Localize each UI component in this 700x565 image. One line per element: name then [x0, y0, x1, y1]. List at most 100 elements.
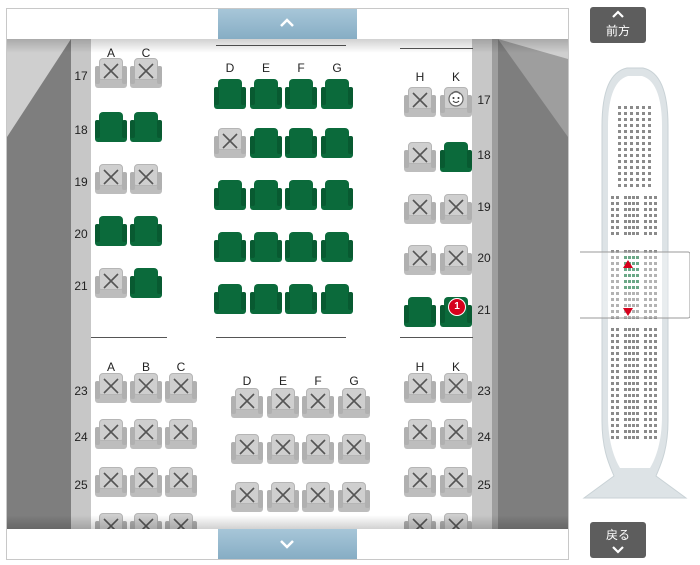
- seat-partial[interactable]: [404, 513, 436, 529]
- seat-17A[interactable]: [95, 58, 127, 88]
- seat-25K[interactable]: [440, 467, 472, 497]
- seat-19G[interactable]: [321, 180, 353, 210]
- seat-23F[interactable]: [302, 388, 334, 418]
- seat-back: [325, 284, 349, 306]
- overview-seat-dot: [644, 328, 647, 331]
- scroll-up-button[interactable]: [218, 9, 357, 39]
- seat-19A[interactable]: [95, 164, 127, 194]
- seat-19D[interactable]: [214, 180, 246, 210]
- seat-18D[interactable]: [214, 128, 246, 158]
- seat-17D[interactable]: [214, 79, 246, 109]
- seat-25A[interactable]: [95, 467, 127, 497]
- overview-seat-dot: [632, 424, 635, 427]
- overview-seat-dot: [611, 388, 614, 391]
- seat-armrest: [440, 475, 445, 493]
- seat-24F[interactable]: [302, 434, 334, 464]
- seat-23G[interactable]: [338, 388, 370, 418]
- seat-armrest: [241, 188, 246, 206]
- seat-24D[interactable]: [231, 434, 263, 464]
- seat-24C[interactable]: [165, 419, 197, 449]
- back-button[interactable]: 戻る: [590, 522, 646, 558]
- scroll-down-button[interactable]: [218, 529, 357, 559]
- overview-seat-dot: [616, 340, 619, 343]
- seat-20D[interactable]: [214, 232, 246, 262]
- seat-20C[interactable]: [130, 216, 162, 246]
- seat-24K[interactable]: [440, 419, 472, 449]
- seat-19K[interactable]: [440, 194, 472, 224]
- occupied-x-icon: [103, 472, 119, 488]
- seat-25B[interactable]: [130, 467, 162, 497]
- overview-seat-dot: [654, 388, 657, 391]
- seat-18E[interactable]: [250, 128, 282, 158]
- overview-seat-dot: [648, 184, 651, 187]
- seat-21F[interactable]: [285, 284, 317, 314]
- seat-25F[interactable]: [302, 482, 334, 512]
- seat-21C[interactable]: [130, 268, 162, 298]
- seat-23B[interactable]: [130, 373, 162, 403]
- overview-seat-dot: [649, 274, 652, 277]
- seat-25C[interactable]: [165, 467, 197, 497]
- seat-partial[interactable]: [95, 513, 127, 529]
- seat-partial[interactable]: [165, 513, 197, 529]
- seat-17F[interactable]: [285, 79, 317, 109]
- aircraft-overview-map[interactable]: [580, 66, 690, 506]
- seat-18C[interactable]: [130, 112, 162, 142]
- seat-20A[interactable]: [95, 216, 127, 246]
- overview-seat-dot: [611, 436, 614, 439]
- seat-19F[interactable]: [285, 180, 317, 210]
- seat-24E[interactable]: [267, 434, 299, 464]
- occupied-x-icon: [412, 472, 428, 488]
- seat-18G[interactable]: [321, 128, 353, 158]
- seat-19E[interactable]: [250, 180, 282, 210]
- seat-24H[interactable]: [404, 419, 436, 449]
- seat-23C[interactable]: [165, 373, 197, 403]
- overview-seat-dot: [616, 298, 619, 301]
- overview-seat-dot: [654, 280, 657, 283]
- seat-17E[interactable]: [250, 79, 282, 109]
- overview-seat-dot: [654, 394, 657, 397]
- seat-17G[interactable]: [321, 79, 353, 109]
- seat-20H[interactable]: [404, 245, 436, 275]
- seat-20E[interactable]: [250, 232, 282, 262]
- seat-18F[interactable]: [285, 128, 317, 158]
- seat-20F[interactable]: [285, 232, 317, 262]
- seat-18A[interactable]: [95, 112, 127, 142]
- seat-23D[interactable]: [231, 388, 263, 418]
- seat-24B[interactable]: [130, 419, 162, 449]
- seat-partial[interactable]: [130, 513, 162, 529]
- forward-button[interactable]: 前方: [590, 7, 646, 43]
- seat-21A[interactable]: [95, 268, 127, 298]
- seat-21K[interactable]: 1: [440, 297, 472, 327]
- seat-armrest: [231, 396, 236, 414]
- seat-21H[interactable]: [404, 297, 436, 327]
- overview-seat-dot: [624, 298, 627, 301]
- seat-17C[interactable]: [130, 58, 162, 88]
- seat-20K[interactable]: [440, 245, 472, 275]
- seat-25G[interactable]: [338, 482, 370, 512]
- seat-armrest: [285, 87, 290, 105]
- seat-21G[interactable]: [321, 284, 353, 314]
- seat-18K[interactable]: [440, 142, 472, 172]
- seat-partial[interactable]: [440, 513, 472, 529]
- seat-25H[interactable]: [404, 467, 436, 497]
- overview-seat-dot: [636, 106, 639, 109]
- seat-25D[interactable]: [231, 482, 263, 512]
- seat-24G[interactable]: [338, 434, 370, 464]
- overview-seat-dot: [644, 232, 647, 235]
- seat-25E[interactable]: [267, 482, 299, 512]
- seat-18H[interactable]: [404, 142, 436, 172]
- seat-24A[interactable]: [95, 419, 127, 449]
- seat-23A[interactable]: [95, 373, 127, 403]
- seat-23H[interactable]: [404, 373, 436, 403]
- seat-21E[interactable]: [250, 284, 282, 314]
- seat-17H[interactable]: [404, 87, 436, 117]
- overview-seat-dot: [624, 430, 627, 433]
- seat-19C[interactable]: [130, 164, 162, 194]
- seat-19H[interactable]: [404, 194, 436, 224]
- seat-23K[interactable]: [440, 373, 472, 403]
- seat-17K[interactable]: [440, 87, 472, 117]
- seat-23E[interactable]: [267, 388, 299, 418]
- seat-21D[interactable]: [214, 284, 246, 314]
- seat-20G[interactable]: [321, 232, 353, 262]
